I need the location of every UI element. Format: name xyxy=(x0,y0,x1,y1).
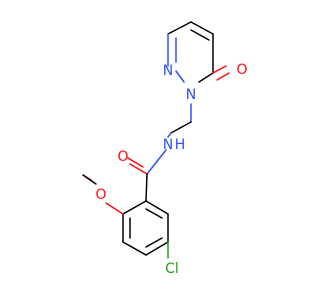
bonds-group xyxy=(82,21,230,259)
bond-ome-ch3-b xyxy=(82,174,97,185)
bond-c6-o-double-b xyxy=(216,72,230,81)
bond-nh-carbonyl xyxy=(146,149,167,175)
bond-ring-c5-c4-double xyxy=(190,29,210,41)
atom-o-methoxy: O xyxy=(95,187,106,203)
bond-ring-n2-n1 xyxy=(175,70,185,83)
bond-ring-n1-c6 xyxy=(198,72,214,83)
bond-carbonyl-o-b xyxy=(127,157,144,168)
atom-n-ring-1: N xyxy=(186,87,196,103)
bond-ch2-ch2 xyxy=(170,121,192,134)
bond-ring-c5-c4 xyxy=(190,21,214,35)
atom-o-pyridazinone: O xyxy=(236,62,247,78)
bond-carbonyl-aryl xyxy=(145,173,148,202)
atom-h-amide: H xyxy=(175,137,186,153)
bond-benz-c6-c1 xyxy=(145,200,169,215)
bond-benz-c1-c2 xyxy=(122,200,147,215)
bond-carbonyl-o-a xyxy=(129,163,148,175)
atom-labels-group: O N N O N H O Cl xyxy=(95,62,247,277)
atom-o-amide: O xyxy=(117,149,128,165)
bond-benz-c4-c5 xyxy=(145,241,169,256)
bond-c6-o-double-a xyxy=(212,65,227,74)
bond-c2-ome xyxy=(105,202,124,215)
bond-benz-c4-c5-inner xyxy=(145,237,163,248)
bond-benz-c6-c1-inner xyxy=(145,208,163,219)
atom-n-amide: N xyxy=(163,137,173,153)
molecule-structure-diagram: O N N O N H O Cl xyxy=(82,21,248,277)
atom-chlorine: Cl xyxy=(165,261,179,277)
bond-benz-c3-c4 xyxy=(122,241,147,256)
bond-ring-c4-c3 xyxy=(167,21,192,35)
atom-n-ring-2: N xyxy=(163,63,173,79)
bond-ch2-nh xyxy=(167,132,172,138)
